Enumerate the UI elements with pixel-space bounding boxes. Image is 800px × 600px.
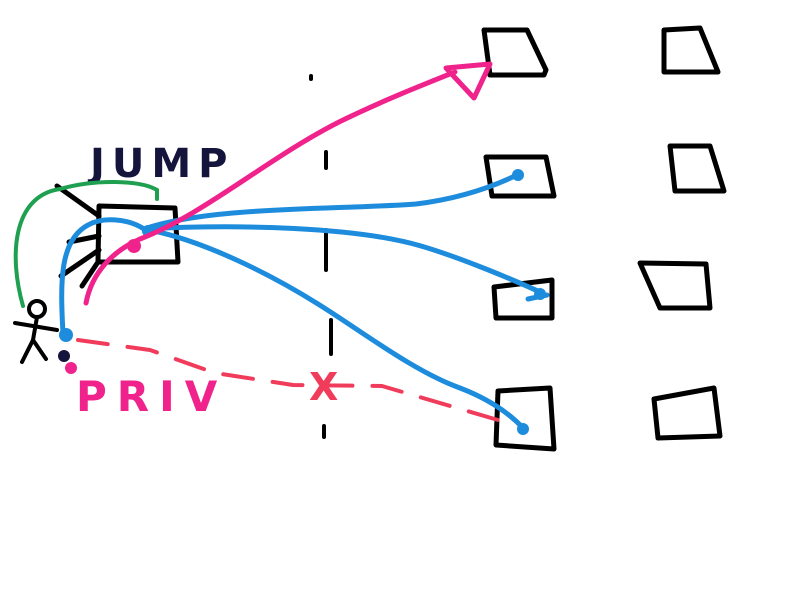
target-node-r3c2 bbox=[637, 260, 713, 311]
target-node-r2c1 bbox=[483, 154, 557, 199]
jump-label: JUMP bbox=[87, 141, 234, 187]
user-stick-figure-icon bbox=[13, 299, 59, 364]
target-node-grid bbox=[481, 25, 727, 452]
target-node-r4c1 bbox=[493, 385, 557, 452]
jump-access-path bbox=[13, 179, 159, 308]
blocked-x-mark: X bbox=[309, 365, 338, 409]
user-dot-dark bbox=[58, 350, 70, 362]
priv-label: PRIV bbox=[76, 372, 227, 421]
jump-host-node bbox=[54, 183, 181, 289]
target-node-r2c2 bbox=[667, 143, 727, 194]
user-dot-pink bbox=[65, 362, 77, 374]
target-node-r3c1 bbox=[491, 277, 555, 321]
priv-blocked-path bbox=[76, 338, 500, 422]
triangle-arrowhead-icon bbox=[443, 61, 493, 101]
target-node-r4c2 bbox=[651, 385, 723, 441]
target-node-r1c2 bbox=[661, 25, 721, 75]
priv-route-start-dot bbox=[127, 239, 141, 253]
priv-jump-route bbox=[83, 61, 493, 306]
jump-to-target-paths bbox=[59, 172, 550, 431]
network-divider bbox=[309, 74, 333, 439]
